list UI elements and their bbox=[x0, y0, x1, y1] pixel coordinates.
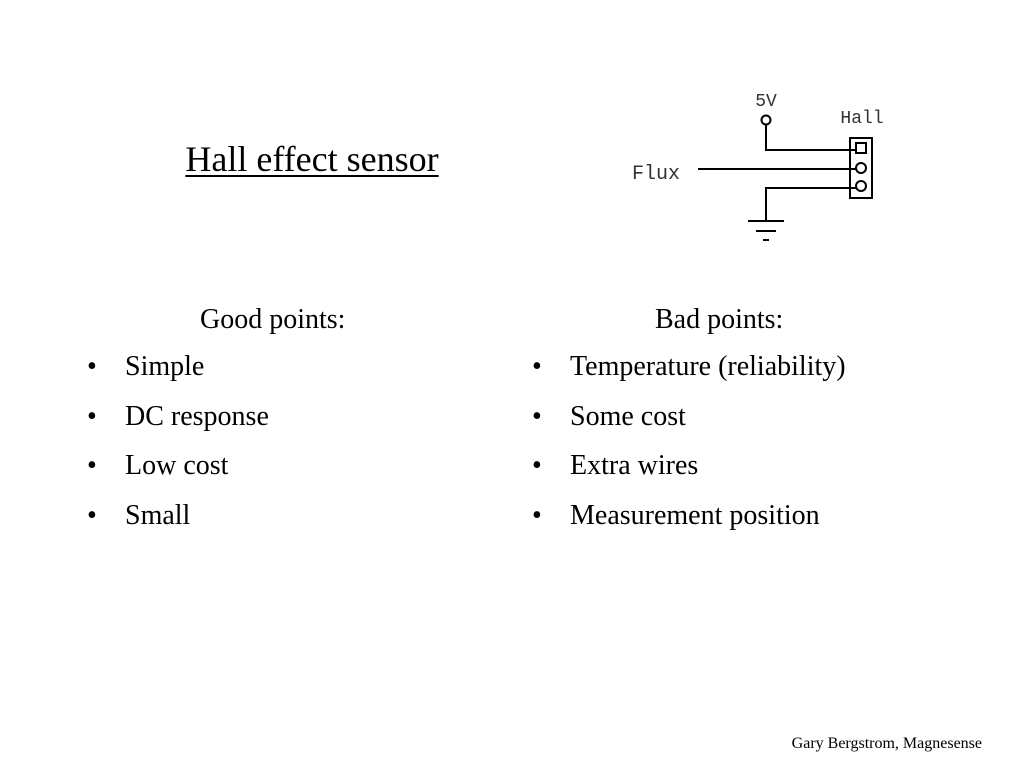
slide-title: Hall effect sensor bbox=[185, 139, 439, 179]
bullet-glyph: • bbox=[532, 499, 542, 531]
bad-points-list: • Temperature (reliability) • Some cost • E… bbox=[532, 342, 846, 540]
bad-point-text: Temperature (reliability) bbox=[570, 351, 846, 382]
bad-point-text: Measurement position bbox=[570, 499, 820, 531]
sensor-pin-1 bbox=[855, 142, 867, 154]
bad-point-text: Some cost bbox=[570, 400, 686, 432]
list-item: • Measurement position bbox=[532, 491, 846, 541]
bullet-glyph: • bbox=[532, 351, 542, 382]
flux-label: Flux bbox=[632, 163, 680, 186]
ground-symbol bbox=[748, 220, 784, 241]
bullet-glyph: • bbox=[87, 499, 97, 531]
bullet-glyph: • bbox=[532, 450, 542, 481]
supply-wire bbox=[765, 125, 856, 151]
list-item: • Some cost bbox=[532, 392, 846, 442]
sensor-pin-3 bbox=[855, 180, 867, 192]
list-item: • DC response bbox=[87, 392, 269, 442]
bad-point-text: Extra wires bbox=[570, 450, 699, 481]
list-item: • Simple bbox=[87, 342, 269, 392]
list-item: • Temperature (reliability) bbox=[532, 342, 846, 392]
ground-wire bbox=[765, 187, 856, 220]
bullet-glyph: • bbox=[532, 400, 542, 432]
supply-voltage-label: 5V bbox=[755, 92, 777, 112]
good-points-heading: Good points: bbox=[200, 304, 346, 335]
list-item: • Extra wires bbox=[532, 441, 846, 491]
good-point-text: Simple bbox=[125, 351, 205, 382]
footer-credit: Gary Bergstrom, Magnesense bbox=[791, 735, 982, 752]
bullet-glyph: • bbox=[87, 400, 97, 432]
good-point-text: Low cost bbox=[125, 450, 229, 481]
bullet-glyph: • bbox=[87, 450, 97, 481]
good-point-text: Small bbox=[125, 499, 191, 531]
bullet-glyph: • bbox=[87, 351, 97, 382]
list-item: • Small bbox=[87, 491, 269, 541]
supply-terminal bbox=[760, 114, 772, 126]
hall-sensor-label: Hall bbox=[840, 109, 883, 129]
list-item: • Low cost bbox=[87, 441, 269, 491]
hall-sensor-package bbox=[849, 137, 873, 199]
good-points-list: • Simple • DC response • Low cost • Small bbox=[87, 342, 269, 540]
good-point-text: DC response bbox=[125, 400, 269, 432]
hall-sensor-circuit-diagram: 5V Hall Flux bbox=[632, 92, 884, 241]
bad-points-heading: Bad points: bbox=[655, 304, 784, 335]
sensor-pin-2 bbox=[855, 162, 867, 174]
